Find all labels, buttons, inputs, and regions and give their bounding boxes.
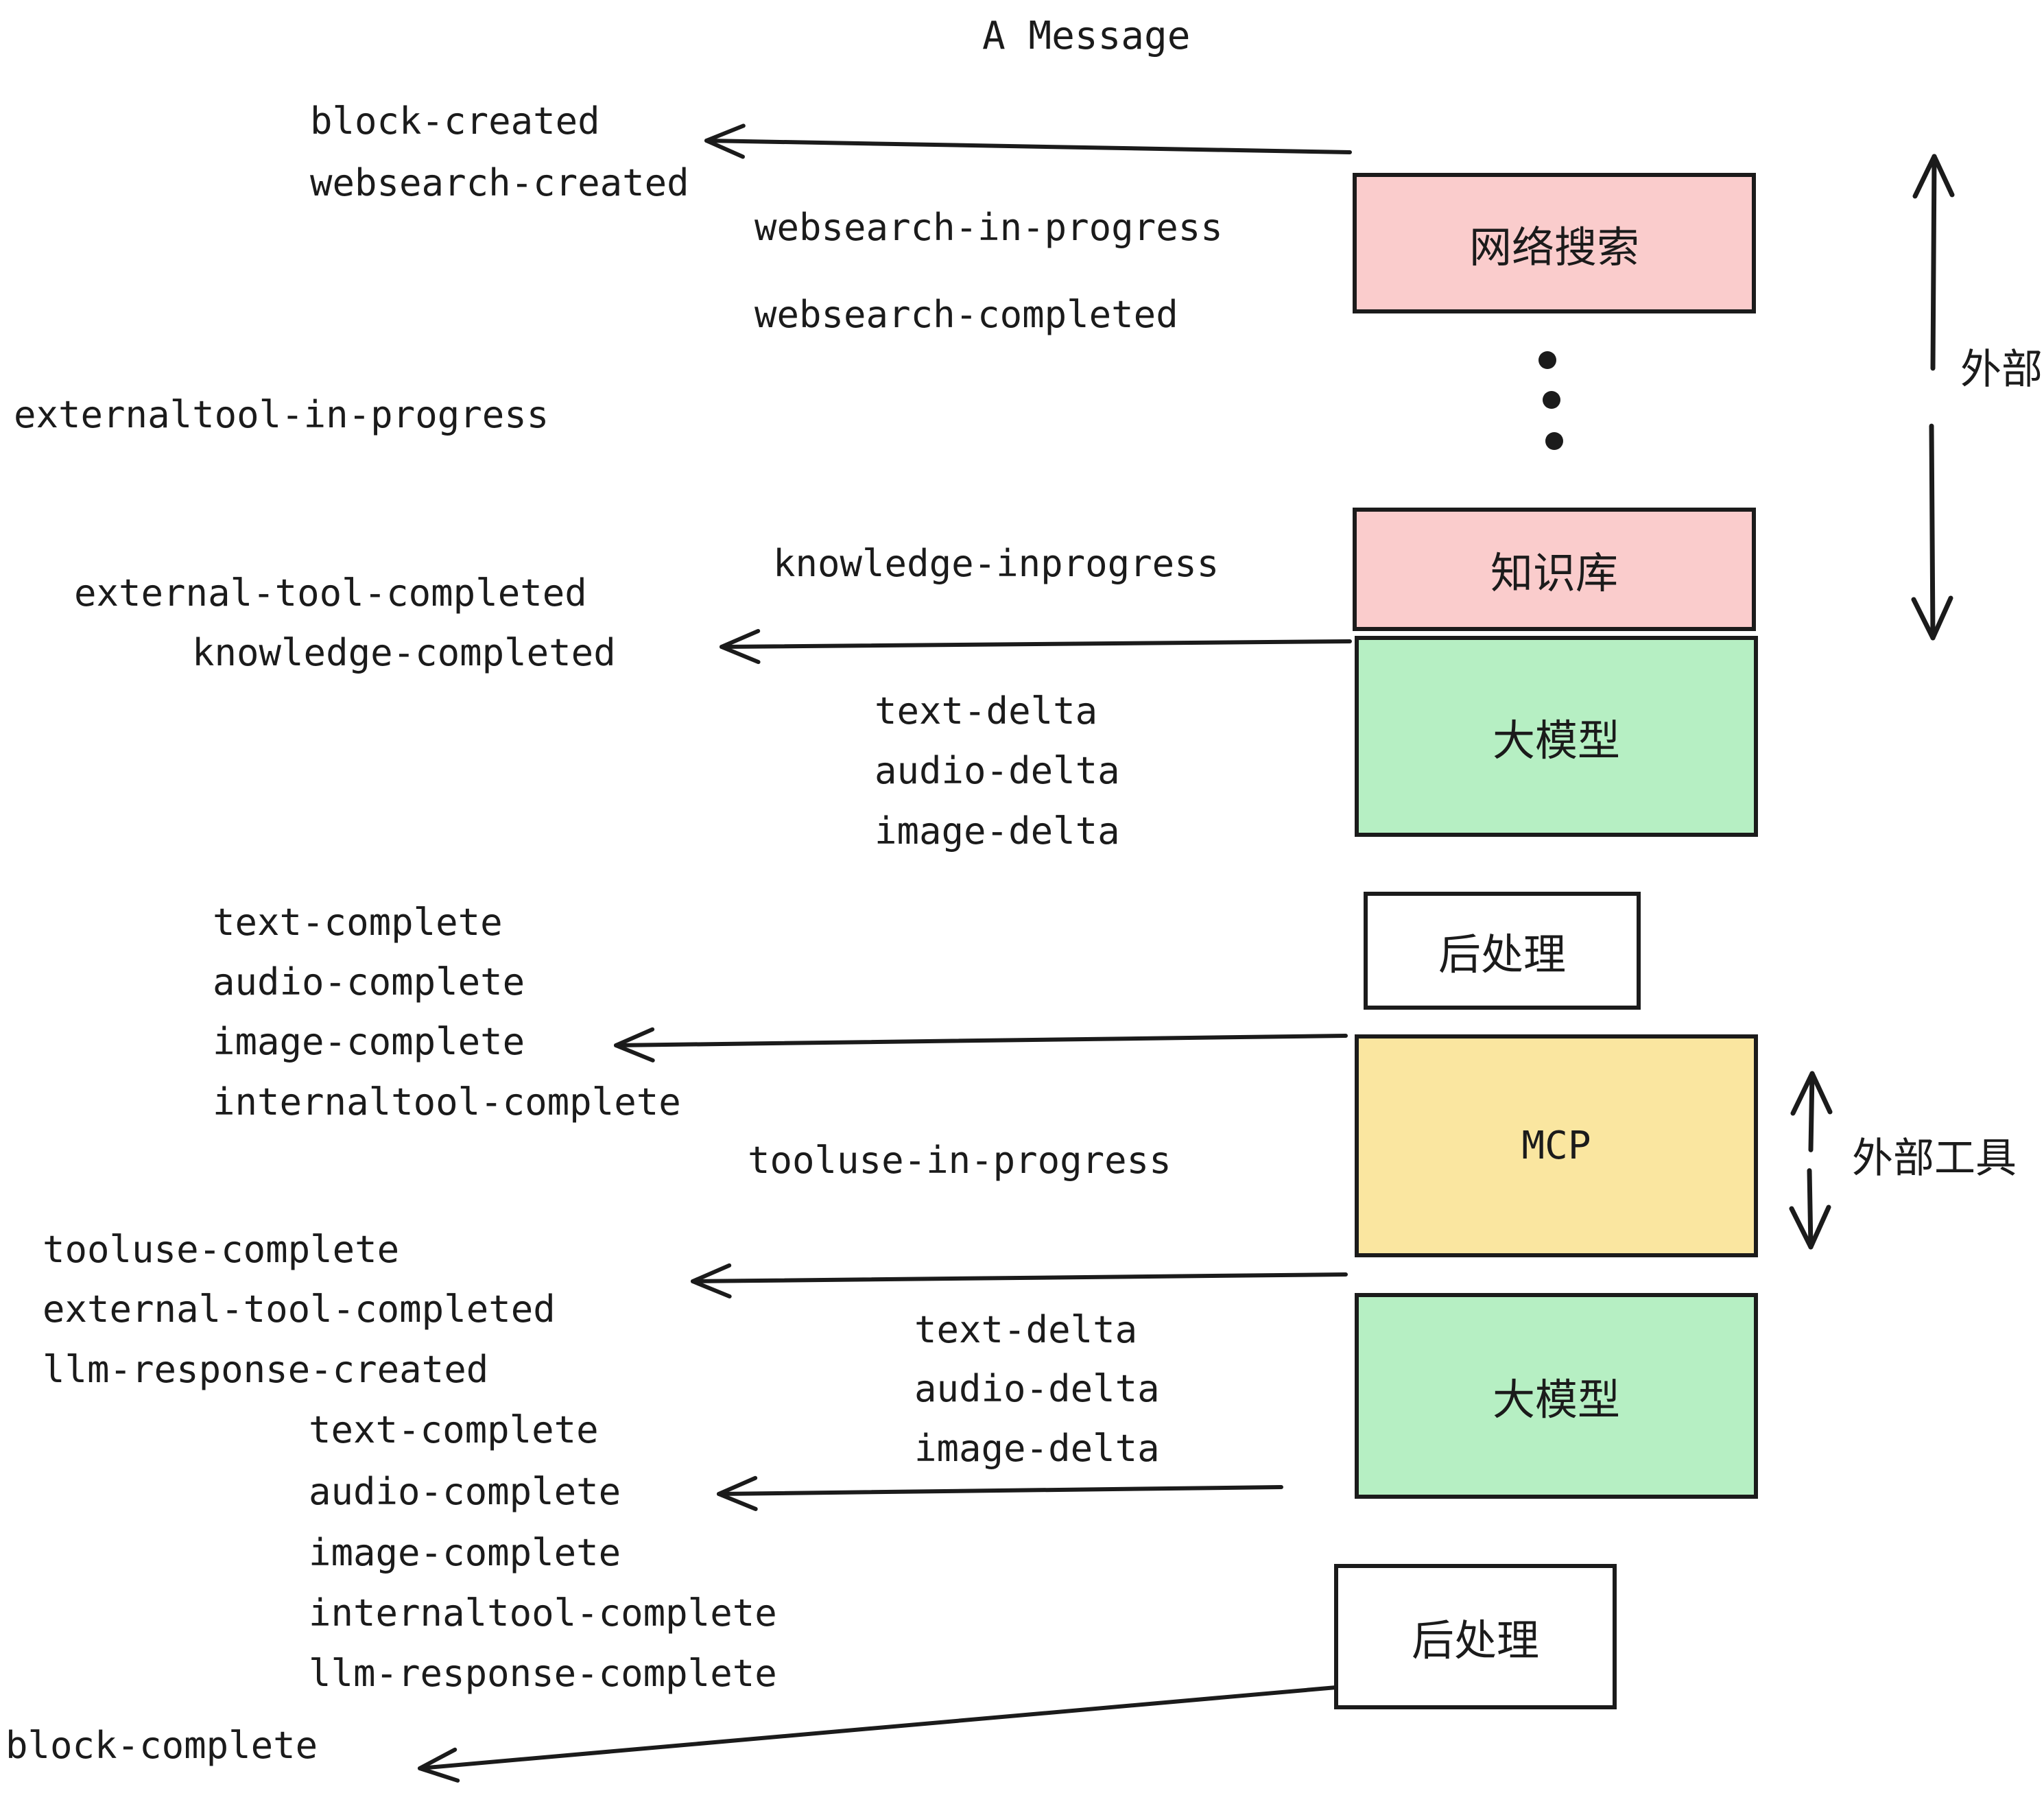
arrow-block-complete	[418, 1685, 1338, 1783]
event-label-image-complete-1: image-complete	[213, 1020, 525, 1063]
event-label-text-complete-1: text-complete	[213, 901, 503, 944]
arrow-audio-complete	[717, 1475, 1283, 1511]
event-label-tooluse-complete: tooluse-complete	[43, 1228, 400, 1271]
node-box-mcp: MCP	[1355, 1034, 1758, 1257]
node-box-post-1: 后处理	[1364, 892, 1641, 1010]
event-label-block-created: block-created	[310, 99, 600, 143]
event-label-image-complete-2: image-complete	[309, 1531, 621, 1574]
event-label-websearch-completed: websearch-completed	[754, 293, 1178, 336]
arrow-block-created	[704, 123, 1352, 159]
event-label-audio-complete-1: audio-complete	[213, 960, 525, 1004]
event-label-knowledge-completed: knowledge-completed	[192, 631, 616, 674]
event-label-externaltool-in-progress: externaltool-in-progress	[14, 393, 549, 436]
side-label-external-tools-top: 外部工具	[1960, 346, 2044, 394]
node-box-llm-1: 大模型	[1355, 636, 1758, 837]
event-label-llm-response-complete: llm-response-complete	[309, 1652, 777, 1695]
ellipsis-dot	[1543, 391, 1560, 409]
event-label-image-delta-1: image-delta	[875, 809, 1120, 853]
node-box-llm-2: 大模型	[1355, 1293, 1758, 1499]
node-box-websearch: 网络搜索	[1353, 173, 1756, 313]
node-box-knowledge: 知识库	[1353, 508, 1756, 631]
event-label-external-tool-completed-2: external-tool-completed	[43, 1287, 556, 1331]
event-label-websearch-created: websearch-created	[310, 161, 689, 204]
event-label-text-delta-2: text-delta	[914, 1308, 1138, 1351]
ellipsis-dot	[1538, 351, 1556, 369]
arrow-tooluse-complete	[691, 1263, 1348, 1299]
event-label-llm-response-created: llm-response-created	[43, 1348, 489, 1391]
event-label-audio-complete-2: audio-complete	[309, 1470, 621, 1513]
event-label-text-complete-2: text-complete	[309, 1408, 599, 1451]
arrow-image-complete	[614, 1027, 1348, 1063]
event-label-text-delta-1: text-delta	[875, 689, 1098, 733]
event-label-knowledge-inprogress: knowledge-inprogress	[773, 542, 1220, 585]
event-label-audio-delta-2: audio-delta	[914, 1367, 1160, 1410]
event-label-internaltool-complete-2: internaltool-complete	[309, 1591, 777, 1635]
event-label-audio-delta-1: audio-delta	[875, 749, 1120, 792]
event-label-external-tool-completed-1: external-tool-completed	[74, 571, 587, 615]
side-label-external-tools-bottom: 外部工具	[1852, 1135, 2017, 1183]
event-label-tooluse-in-progress: tooluse-in-progress	[748, 1139, 1172, 1182]
external-tools-arrow-top	[1911, 154, 1955, 641]
event-label-websearch-in-progress: websearch-in-progress	[754, 206, 1223, 249]
event-label-image-delta-2: image-delta	[914, 1427, 1160, 1470]
node-box-post-2: 后处理	[1334, 1564, 1617, 1709]
ellipsis-dot	[1545, 432, 1563, 450]
arrow-knowledge-completed	[720, 628, 1352, 665]
external-tools-arrow-bottom	[1789, 1071, 1833, 1250]
event-label-block-complete: block-complete	[5, 1724, 318, 1767]
event-label-internaltool-complete-1: internaltool-complete	[213, 1080, 681, 1124]
page-title: A Message	[982, 14, 1191, 58]
